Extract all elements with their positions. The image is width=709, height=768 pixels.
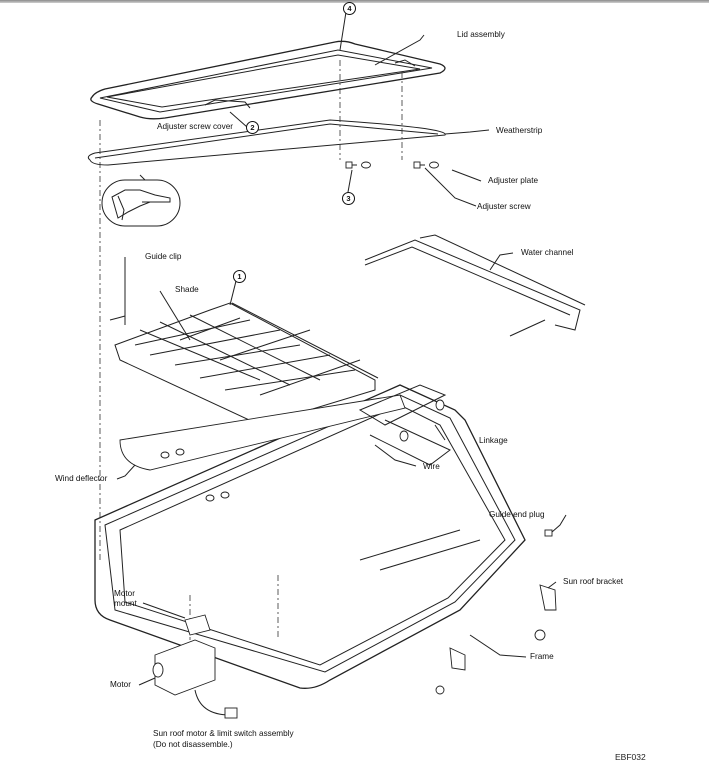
label-motor: Motor [110,680,131,689]
frame-drawing [94,384,526,689]
shade-drawing [109,302,379,426]
weatherstrip-drawing [87,119,446,166]
weatherstrip-section-detail [101,174,181,227]
label-assembly-line2: (Do not disassemble.) [153,740,233,749]
label-guide-end-plug: Guide end plug [489,510,545,519]
lid-assembly-drawing [90,40,446,120]
callout-1: 1 [233,270,246,283]
callout-3: 3 [342,192,355,205]
top-edge-bar [0,0,709,3]
label-wind-deflector: Wind deflector [55,474,108,483]
label-assembly-line1: Sun roof motor & limit switch assembly [153,729,294,738]
label-linkage: Linkage [479,436,508,445]
callout-2: 2 [246,121,259,134]
linkage-drawing [358,384,451,466]
label-shade: Shade [175,285,199,294]
label-weatherstrip: Weatherstrip [496,126,543,135]
label-sun-roof-bracket: Sun roof bracket [563,577,624,586]
callout-4: 4 [343,2,356,15]
label-adjuster-screw: Adjuster screw [477,202,531,211]
label-wire: Wire [423,462,440,471]
label-guide-clip: Guide clip [145,252,182,261]
label-lid-assembly: Lid assembly [457,30,505,39]
adjuster-parts [345,161,439,169]
wind-deflector-drawing [119,394,406,502]
bracket-parts [435,529,557,695]
motor-drawing [152,614,238,719]
label-water-channel: Water channel [521,248,574,257]
leader-lines [116,11,567,686]
label-adjuster-screw-cover: Adjuster screw cover [157,122,233,131]
label-frame: Frame [530,652,554,661]
label-adjuster-plate: Adjuster plate [488,176,539,185]
figure-code: EBF032 [615,752,646,762]
label-motor-mount-1: Motor [114,589,135,598]
water-channel-drawing [364,234,586,337]
label-motor-mount-2: mount [114,599,137,608]
